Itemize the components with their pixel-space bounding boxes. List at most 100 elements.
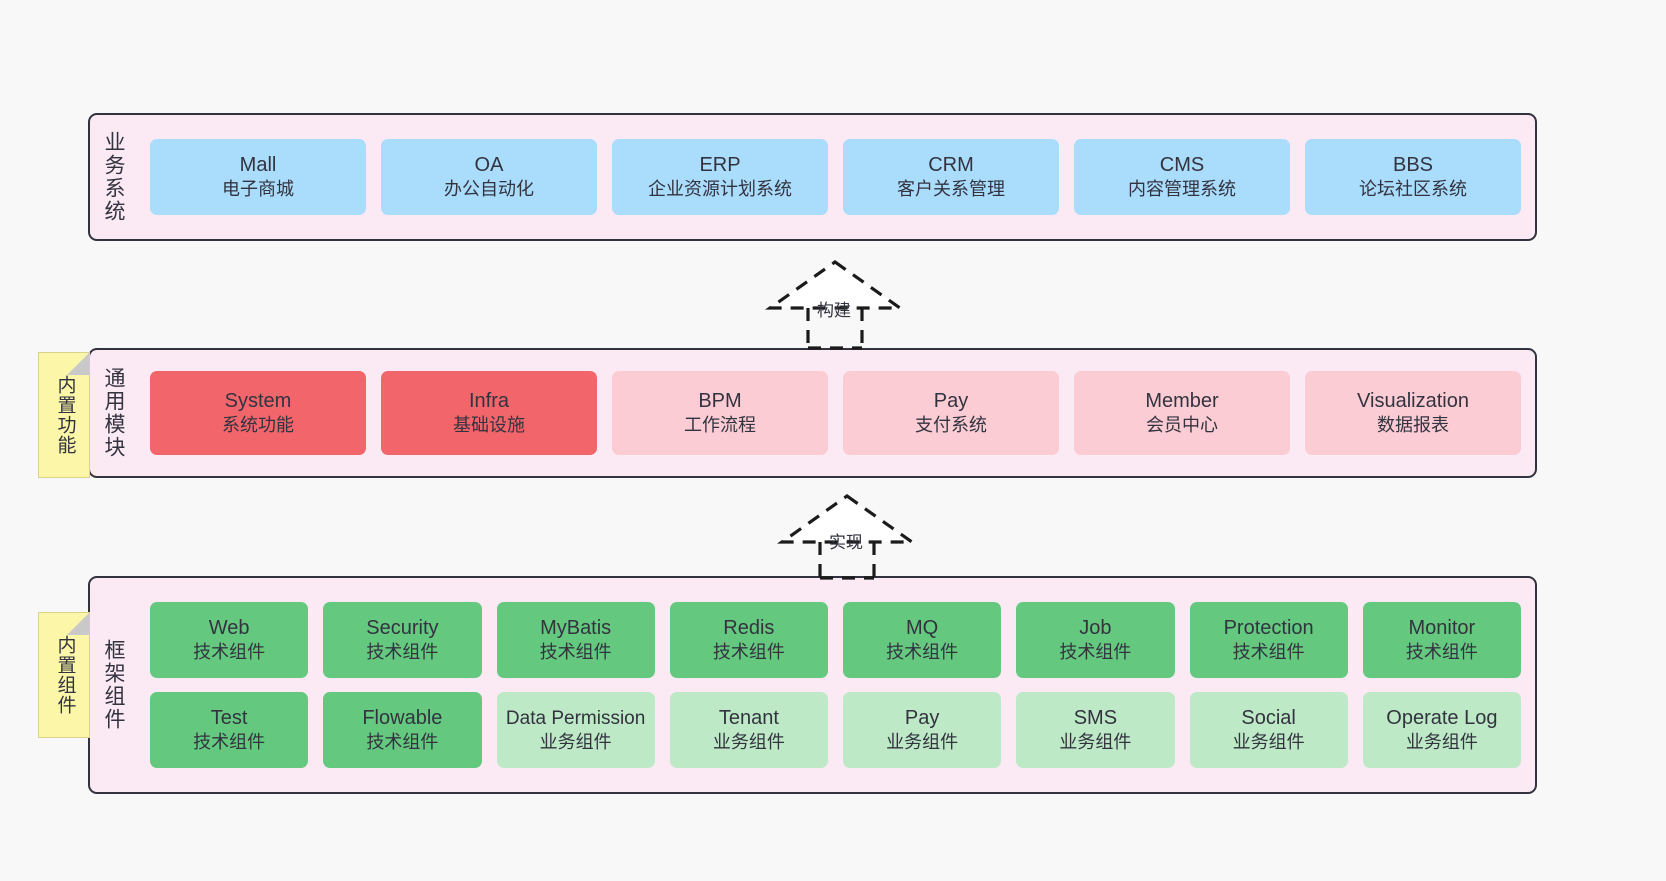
box-title-en: Protection xyxy=(1223,617,1314,640)
box-title-cn: 企业资源计划系统 xyxy=(648,179,792,200)
box-monitor[interactable]: Monitor 技术组件 xyxy=(1362,602,1521,678)
box-title-en: Member xyxy=(1145,390,1219,413)
box-title-en: Social xyxy=(1241,707,1296,730)
box-data-permission[interactable]: Data Permission 业务组件 xyxy=(496,692,655,768)
box-tenant[interactable]: Tenant 业务组件 xyxy=(669,692,828,768)
box-title-en: Test xyxy=(210,707,248,730)
layer-title-framework-components: 框架组件 xyxy=(102,639,126,731)
layer-body-business-systems: Mall 电子商城 OA 办公自动化 ERP 企业资源计划系统 CRM 客户关系… xyxy=(136,115,1535,239)
box-operate-log[interactable]: Operate Log 业务组件 xyxy=(1362,692,1521,768)
box-title-en: Web xyxy=(208,617,250,640)
box-title-en: Mall xyxy=(239,154,277,177)
box-social[interactable]: Social 业务组件 xyxy=(1189,692,1348,768)
box-bbs[interactable]: BBS 论坛社区系统 xyxy=(1305,139,1521,215)
layer-business-systems: 业务系统 Mall 电子商城 OA 办公自动化 ERP 企业资源计划系统 CRM… xyxy=(88,113,1537,241)
box-title-cn: 技术组件 xyxy=(1405,642,1478,663)
box-title-cn: 基础设施 xyxy=(453,415,525,436)
box-title-en: ERP xyxy=(699,154,741,177)
box-title-en: Job xyxy=(1079,617,1112,640)
box-title-en: Redis xyxy=(723,617,775,640)
box-flowable[interactable]: Flowable 技术组件 xyxy=(323,692,482,768)
box-title-cn: 技术组件 xyxy=(366,732,439,753)
box-title-en: Operate Log xyxy=(1386,707,1498,730)
box-test[interactable]: Test 技术组件 xyxy=(150,692,309,768)
box-title-cn: 内容管理系统 xyxy=(1128,179,1236,200)
box-title-cn: 支付系统 xyxy=(915,415,987,436)
box-title-cn: 技术组件 xyxy=(1059,642,1132,663)
box-title-en: MQ xyxy=(906,617,939,640)
box-redis[interactable]: Redis 技术组件 xyxy=(669,602,828,678)
box-title-en: Pay xyxy=(904,707,940,730)
box-title-cn: 技术组件 xyxy=(712,642,785,663)
box-title-cn: 技术组件 xyxy=(886,642,959,663)
box-bpm[interactable]: BPM 工作流程 xyxy=(612,371,828,455)
box-title-en: OA xyxy=(474,154,504,177)
note-builtin-components: 内置组件 xyxy=(38,612,90,738)
box-title-en: Visualization xyxy=(1357,390,1469,413)
box-title-cn: 业务组件 xyxy=(1059,732,1132,753)
box-title-cn: 技术组件 xyxy=(539,642,612,663)
box-web[interactable]: Web 技术组件 xyxy=(150,602,309,678)
box-oa[interactable]: OA 办公自动化 xyxy=(381,139,597,215)
box-title-en: MyBatis xyxy=(540,617,612,640)
box-title-en: BBS xyxy=(1392,154,1434,177)
box-pay-component[interactable]: Pay 业务组件 xyxy=(843,692,1002,768)
box-title-cn: 技术组件 xyxy=(193,642,266,663)
layer-title-business-systems: 业务系统 xyxy=(102,131,126,223)
layer-body-common-modules: System 系统功能 Infra 基础设施 BPM 工作流程 Pay 支付系统… xyxy=(136,350,1535,476)
framework-row-technical: Web 技术组件 Security 技术组件 MyBatis 技术组件 Redi… xyxy=(150,602,1521,678)
box-title-en: CMS xyxy=(1159,154,1205,177)
box-title-cn: 技术组件 xyxy=(366,642,439,663)
box-title-en: Data Permission xyxy=(505,708,646,730)
layer-framework-components: 框架组件 Web 技术组件 Security 技术组件 MyBatis 技术组件… xyxy=(88,576,1537,794)
box-system[interactable]: System 系统功能 xyxy=(150,371,366,455)
layer-common-modules: 通用模块 System 系统功能 Infra 基础设施 BPM 工作流程 Pay… xyxy=(88,348,1537,478)
note-builtin-functions: 内置功能 xyxy=(38,352,90,478)
box-title-cn: 业务组件 xyxy=(886,732,959,753)
layer-body-framework-components: Web 技术组件 Security 技术组件 MyBatis 技术组件 Redi… xyxy=(136,578,1535,792)
box-title-cn: 数据报表 xyxy=(1377,415,1449,436)
box-job[interactable]: Job 技术组件 xyxy=(1016,602,1175,678)
box-title-cn: 工作流程 xyxy=(684,415,756,436)
box-title-cn: 业务组件 xyxy=(539,731,612,752)
arrow-build: 构建 xyxy=(760,258,910,350)
framework-row-business: Test 技术组件 Flowable 技术组件 Data Permission … xyxy=(150,692,1521,768)
box-title-en: CRM xyxy=(928,154,974,177)
box-title-cn: 技术组件 xyxy=(193,732,266,753)
arrow-implement: 实现 xyxy=(772,492,922,580)
box-title-en: Security xyxy=(366,617,439,640)
box-cms[interactable]: CMS 内容管理系统 xyxy=(1074,139,1290,215)
box-mybatis[interactable]: MyBatis 技术组件 xyxy=(496,602,655,678)
box-title-cn: 系统功能 xyxy=(222,415,294,436)
arrow-implement-label: 实现 xyxy=(829,533,863,552)
box-title-en: Infra xyxy=(468,390,510,413)
box-mall[interactable]: Mall 电子商城 xyxy=(150,139,366,215)
box-mq[interactable]: MQ 技术组件 xyxy=(843,602,1002,678)
box-title-cn: 论坛社区系统 xyxy=(1359,179,1467,200)
box-title-cn: 业务组件 xyxy=(1405,732,1478,753)
box-title-cn: 会员中心 xyxy=(1146,415,1218,436)
box-erp[interactable]: ERP 企业资源计划系统 xyxy=(612,139,828,215)
box-title-cn: 业务组件 xyxy=(712,732,785,753)
box-title-en: BPM xyxy=(698,390,742,413)
box-title-cn: 客户关系管理 xyxy=(897,179,1005,200)
box-member[interactable]: Member 会员中心 xyxy=(1074,371,1290,455)
box-title-en: SMS xyxy=(1073,707,1118,730)
box-title-en: Flowable xyxy=(362,707,443,730)
box-pay-module[interactable]: Pay 支付系统 xyxy=(843,371,1059,455)
box-security[interactable]: Security 技术组件 xyxy=(323,602,482,678)
box-visualization[interactable]: Visualization 数据报表 xyxy=(1305,371,1521,455)
box-title-cn: 技术组件 xyxy=(1232,642,1305,663)
box-sms[interactable]: SMS 业务组件 xyxy=(1016,692,1175,768)
box-title-en: Monitor xyxy=(1408,617,1476,640)
box-title-en: Tenant xyxy=(718,707,779,730)
box-title-en: System xyxy=(224,390,292,413)
arrow-build-label: 构建 xyxy=(817,301,851,320)
box-title-cn: 办公自动化 xyxy=(444,179,534,200)
box-protection[interactable]: Protection 技术组件 xyxy=(1189,602,1348,678)
box-title-en: Pay xyxy=(933,390,969,413)
box-crm[interactable]: CRM 客户关系管理 xyxy=(843,139,1059,215)
box-infra[interactable]: Infra 基础设施 xyxy=(381,371,597,455)
box-title-cn: 电子商城 xyxy=(222,179,294,200)
